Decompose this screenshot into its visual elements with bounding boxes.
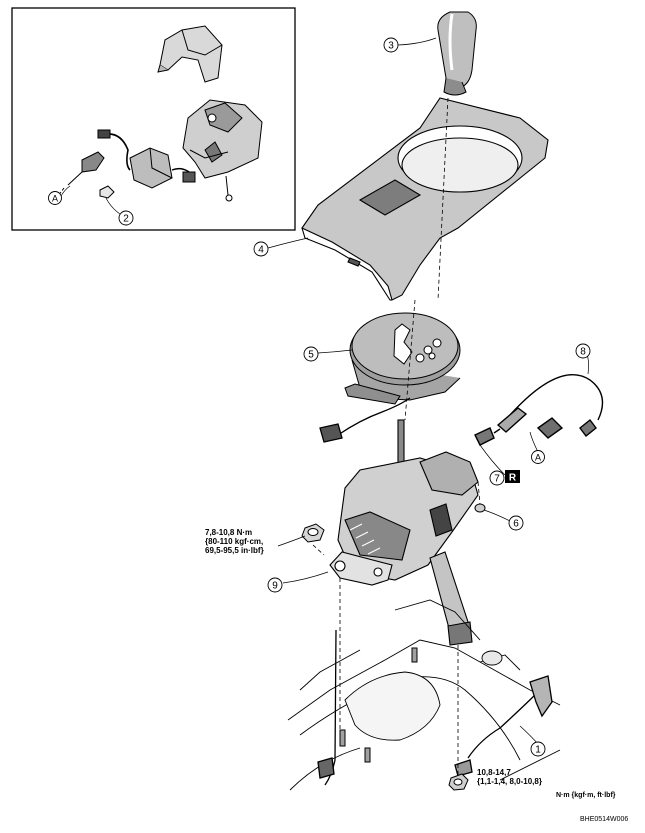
torque-spec-lower: 10,8-14,7 {1,1-1,4, 8,0-10,8} xyxy=(477,768,542,786)
console-panel xyxy=(301,97,549,301)
svg-text:A: A xyxy=(52,194,58,204)
callout-5: 5 xyxy=(303,346,319,362)
inset-connector xyxy=(57,151,105,197)
figure-code: BHE0514W006 xyxy=(580,816,629,823)
leader-lines xyxy=(59,37,590,745)
svg-text:4: 4 xyxy=(258,245,264,256)
connector-marker-a-inset: A xyxy=(48,191,62,205)
callout-9: 9 xyxy=(267,577,283,593)
torque-lower-line2: {1,1-1,4, 8,0-10,8} xyxy=(477,777,542,786)
torque-upper-line2: {80-110 kgf·cm, xyxy=(205,537,264,546)
svg-text:5: 5 xyxy=(308,350,314,361)
svg-text:9: 9 xyxy=(272,581,278,592)
ground-cable xyxy=(454,675,553,777)
mounting-nut xyxy=(301,523,325,543)
selector-bracket xyxy=(429,551,473,646)
replace-part-badge: R xyxy=(505,470,520,484)
inset-clip xyxy=(99,185,115,199)
svg-text:7: 7 xyxy=(494,474,500,485)
svg-text:6: 6 xyxy=(513,519,519,530)
torque-upper-line3: 69,5-95,5 in·lbf} xyxy=(205,546,264,555)
inset-upper-cover xyxy=(157,25,223,83)
callout-6: 6 xyxy=(508,515,524,531)
selector-assembly xyxy=(329,419,479,586)
callout-8: 8 xyxy=(575,343,591,359)
callout-1: 1 xyxy=(530,741,546,757)
torque-spec-upper: 7,8-10,8 N·m {80-110 kgf·cm, 69,5-95,5 i… xyxy=(205,528,264,555)
svg-text:1: 1 xyxy=(535,745,541,756)
assembly-lines xyxy=(312,97,481,775)
torque-upper-line1: 7,8-10,8 N·m xyxy=(205,528,253,537)
svg-text:A: A xyxy=(535,453,541,463)
callout-3: 3 xyxy=(383,37,399,53)
callout-2: 2 xyxy=(118,210,134,226)
svg-text:2: 2 xyxy=(123,214,129,225)
svg-text:R: R xyxy=(509,473,517,484)
floor-harness xyxy=(317,629,337,786)
indicator-plate xyxy=(344,312,461,405)
shift-knob xyxy=(437,11,477,96)
nut xyxy=(474,503,486,513)
torque-units-legend: N·m {kgf·m, ft·lbf} xyxy=(556,792,616,799)
floor-studs xyxy=(339,647,418,763)
torque-lower-line1: 10,8-14,7 xyxy=(477,768,511,777)
indicator-harness xyxy=(319,397,411,443)
floor-tunnel xyxy=(287,599,561,791)
svg-text:3: 3 xyxy=(388,41,394,52)
callout-4: 4 xyxy=(253,241,269,257)
svg-text:8: 8 xyxy=(580,347,586,358)
bottom-nut xyxy=(448,773,469,791)
callout-7: 7 xyxy=(489,470,505,486)
interlock-cable xyxy=(474,373,604,446)
connector-marker-a-main: A xyxy=(531,450,545,464)
inset-switch-harness xyxy=(97,129,196,189)
inset-lower-housing xyxy=(182,99,263,202)
